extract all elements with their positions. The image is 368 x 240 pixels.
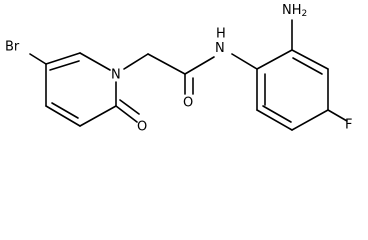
- bond-c3-c4-double: [51, 102, 79, 119]
- atom-nh2: NH2: [282, 3, 307, 20]
- bond-a1-a2: [256, 49, 293, 70]
- amide-linker: [123, 53, 258, 95]
- bond-c2-c3: [79, 105, 117, 127]
- bond-ch2-co: [147, 53, 186, 75]
- atom-f: F: [345, 118, 352, 133]
- bond-c5-br: [29, 53, 47, 65]
- bond-c2-o-double: [119, 99, 140, 115]
- bond-c3-c4: [45, 105, 81, 127]
- bond-co-nh: [184, 56, 215, 75]
- bond-c6-n1: [79, 52, 111, 71]
- atom-o-amide: O: [183, 96, 193, 111]
- atom-nh2-subscript: 2: [302, 9, 308, 19]
- bond-a5-a6: [256, 109, 293, 131]
- bond-c2-o: [115, 105, 138, 123]
- bond-a2-a3: [291, 49, 329, 70]
- bond-a4-a5: [291, 109, 329, 131]
- pyridinone-ring: [29, 52, 140, 127]
- atom-nh2-main: NH: [282, 3, 302, 18]
- bond-a4-f: [327, 109, 348, 122]
- bond-c5-c6: [45, 52, 81, 65]
- bond-c6-c6-double: [49, 60, 80, 71]
- atom-nh: N: [215, 41, 225, 56]
- atom-o-ring: O: [137, 120, 147, 135]
- atom-nh-h: H: [216, 27, 226, 42]
- bond-a5-a6-double: [262, 105, 292, 123]
- aryl-ring: [256, 19, 348, 131]
- bond-n1-ch2: [123, 53, 149, 70]
- atom-n1: N: [111, 68, 121, 83]
- atom-labels: Br N O O N H NH2 F: [5, 3, 352, 135]
- bond-a2-a3-double: [292, 57, 323, 75]
- bond-nh-aryl: [231, 53, 258, 70]
- atom-nh-n: N: [215, 41, 225, 56]
- atom-br: Br: [5, 40, 20, 55]
- chemical-structure: Br N O O N H NH2 F: [5, 3, 352, 135]
